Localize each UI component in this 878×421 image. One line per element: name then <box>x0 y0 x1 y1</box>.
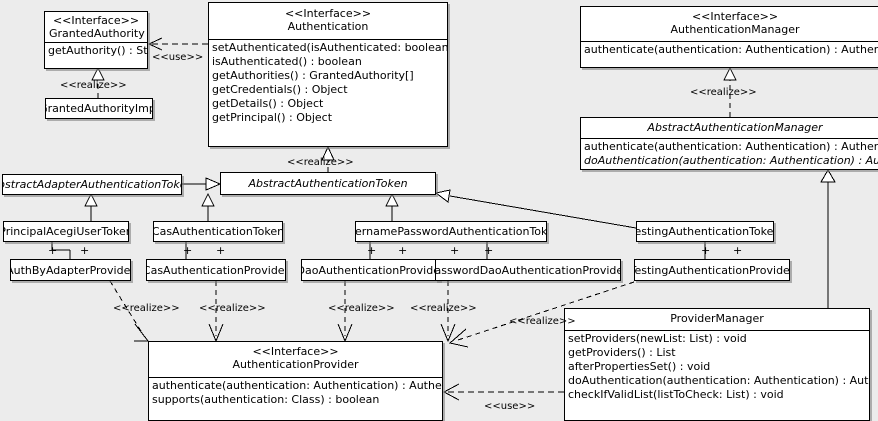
class-name: AuthenticationManager <box>670 23 800 36</box>
multiplicity-marker: + <box>183 244 193 257</box>
operation-row: getAuthority() : String <box>48 44 148 57</box>
class-granted-authority-impl[interactable]: GrantedAuthorityImpl <box>45 98 153 119</box>
class-name: AbstractAuthenticationManager <box>647 121 823 134</box>
class-header: <<Interface>> AuthenticationProvider <box>149 342 442 373</box>
relationship-label-realize-granted-authority-impl: <<realize>> <box>60 80 127 91</box>
class-name: GrantedAuthority <box>49 27 145 40</box>
class-name: CasAuthenticationProvider <box>146 263 286 277</box>
relationship-label-realize-dao-authentication-provider: <<realize>> <box>328 303 395 314</box>
multiplicity-marker: + <box>216 244 226 257</box>
class-name: PasswordDaoAuthenticationProvider <box>435 263 621 277</box>
operation-row: getCredentials() : Object <box>212 83 348 96</box>
operation-row: afterPropertiesSet() : void <box>568 360 711 373</box>
operation-row: isAuthenticated() : boolean <box>212 55 362 68</box>
class-name: PrincipalAcegiUserToken <box>3 225 129 238</box>
operation-row: setAuthenticated(isAuthenticated: boolea… <box>212 41 448 54</box>
multiplicity-marker: + <box>484 244 494 257</box>
class-dao-authentication-provider[interactable]: DaoAuthenticationProvider <box>301 259 440 281</box>
multiplicity-marker: + <box>48 244 58 257</box>
relationship-label-use-provider-manager: <<use>> <box>484 401 536 412</box>
operations-compartment: getAuthority() : String <box>45 42 147 59</box>
class-name: ProviderManager <box>670 312 764 325</box>
class-provider-manager[interactable]: ProviderManager setProviders(newList: Li… <box>564 308 870 421</box>
class-principal-acegi-user-token[interactable]: PrincipalAcegiUserToken <box>3 221 129 242</box>
class-name: TestingAuthenticationProvider <box>634 263 790 277</box>
class-abstract-authentication-token[interactable]: AbstractAuthenticationToken <box>220 172 436 195</box>
class-name: UsernamePasswordAuthenticationToken <box>355 225 547 238</box>
operation-row: checkIfValidList(listToCheck: List) : vo… <box>568 388 784 401</box>
operations-compartment: setProviders(newList: List) : void getPr… <box>565 330 869 403</box>
class-name: CasAuthenticationToken <box>153 225 283 238</box>
stereotype-label: <<Interface>> <box>52 14 140 27</box>
operations-compartment: authenticate(authentication: Authenticat… <box>581 138 878 169</box>
class-testing-authentication-provider[interactable]: TestingAuthenticationProvider <box>634 259 790 281</box>
multiplicity-marker: + <box>450 244 460 257</box>
class-name: AuthByAdapterProvider <box>10 263 131 277</box>
relationship-label-realize-auth-by-adapter-provider: <<realize>> <box>113 303 180 314</box>
multiplicity-marker: + <box>367 244 377 257</box>
relationship-label-realize-abstract-authentication-manager: <<realize>> <box>690 87 757 98</box>
multiplicity-marker: + <box>701 244 711 257</box>
multiplicity-marker: + <box>80 244 90 257</box>
class-testing-authentication-token[interactable]: TestingAuthenticationToken <box>636 221 774 242</box>
class-cas-authentication-provider[interactable]: CasAuthenticationProvider <box>146 259 286 281</box>
operations-compartment: authenticate(authentication: Authenticat… <box>149 377 442 408</box>
class-password-dao-authentication-provider[interactable]: PasswordDaoAuthenticationProvider <box>435 259 621 281</box>
class-cas-authentication-token[interactable]: CasAuthenticationToken <box>153 221 283 242</box>
multiplicity-marker: + <box>398 244 408 257</box>
class-header: <<Interface>> Authentication <box>209 3 447 35</box>
stereotype-label: <<Interface>> <box>691 10 779 23</box>
operations-compartment: authenticate(authentication: Authenticat… <box>581 41 878 58</box>
relationship-label-realize-password-dao-authentication-provider: <<realize>> <box>410 303 477 314</box>
operation-row: getAuthorities() : GrantedAuthority[] <box>212 69 414 82</box>
class-name: AuthenticationProvider <box>232 358 359 371</box>
relationship-label-realize-abstract-authentication-token: <<realize>> <box>287 157 354 168</box>
operation-row: getDetails() : Object <box>212 97 324 110</box>
class-name: AbstractAuthenticationToken <box>248 177 408 190</box>
class-header: AbstractAuthenticationManager <box>581 118 878 136</box>
class-authentication-provider[interactable]: <<Interface>> AuthenticationProvider aut… <box>148 341 443 421</box>
class-name: Authentication <box>287 20 369 33</box>
operation-row: getProviders() : List <box>568 346 676 359</box>
class-name: TestingAuthenticationToken <box>636 225 774 238</box>
operation-row: doAuthentication(authentication: Authent… <box>584 154 878 167</box>
operation-row: getPrincipal() : Object <box>212 111 333 124</box>
class-authentication[interactable]: <<Interface>> Authentication setAuthenti… <box>208 2 448 147</box>
class-username-password-authentication-token[interactable]: UsernamePasswordAuthenticationToken <box>355 221 547 242</box>
operation-row: supports(authentication: Class) : boolea… <box>152 393 380 406</box>
operation-row: setProviders(newList: List) : void <box>568 332 747 345</box>
operation-row: doAuthentication(authentication: Authent… <box>568 374 869 387</box>
class-header: ProviderManager <box>565 309 869 327</box>
class-abstract-adapter-authentication-token[interactable]: AbstractAdapterAuthenticationToken <box>2 174 182 195</box>
operation-row: authenticate(authentication: Authenticat… <box>584 43 878 56</box>
class-name: AbstractAdapterAuthenticationToken <box>3 178 181 191</box>
class-granted-authority[interactable]: <<Interface>> GrantedAuthority getAuthor… <box>44 11 148 69</box>
class-name: DaoAuthenticationProvider <box>301 263 440 277</box>
class-name: GrantedAuthorityImpl <box>45 102 153 115</box>
operations-compartment: setAuthenticated(isAuthenticated: boolea… <box>209 39 447 126</box>
class-header: <<Interface>> GrantedAuthority <box>45 12 147 42</box>
class-authentication-manager[interactable]: <<Interface>> AuthenticationManager auth… <box>580 6 878 68</box>
relationship-label-realize-cas-authentication-provider: <<realize>> <box>199 303 266 314</box>
operation-row: authenticate(authentication: Authenticat… <box>584 140 878 153</box>
relationship-label-realize-testing-authentication-provider: <<realize>> <box>509 316 576 327</box>
relationship-label-use-authentication-granted-authority: <<use>> <box>152 52 204 63</box>
operation-row: authenticate(authentication: Authenticat… <box>152 379 442 392</box>
stereotype-label: <<Interface>> <box>252 345 339 358</box>
stereotype-label: <<Interface>> <box>284 7 372 20</box>
class-abstract-authentication-manager[interactable]: AbstractAuthenticationManager authentica… <box>580 117 878 170</box>
class-auth-by-adapter-provider[interactable]: AuthByAdapterProvider <box>10 259 131 281</box>
multiplicity-marker: + <box>733 244 743 257</box>
class-header: <<Interface>> AuthenticationManager <box>581 7 878 38</box>
